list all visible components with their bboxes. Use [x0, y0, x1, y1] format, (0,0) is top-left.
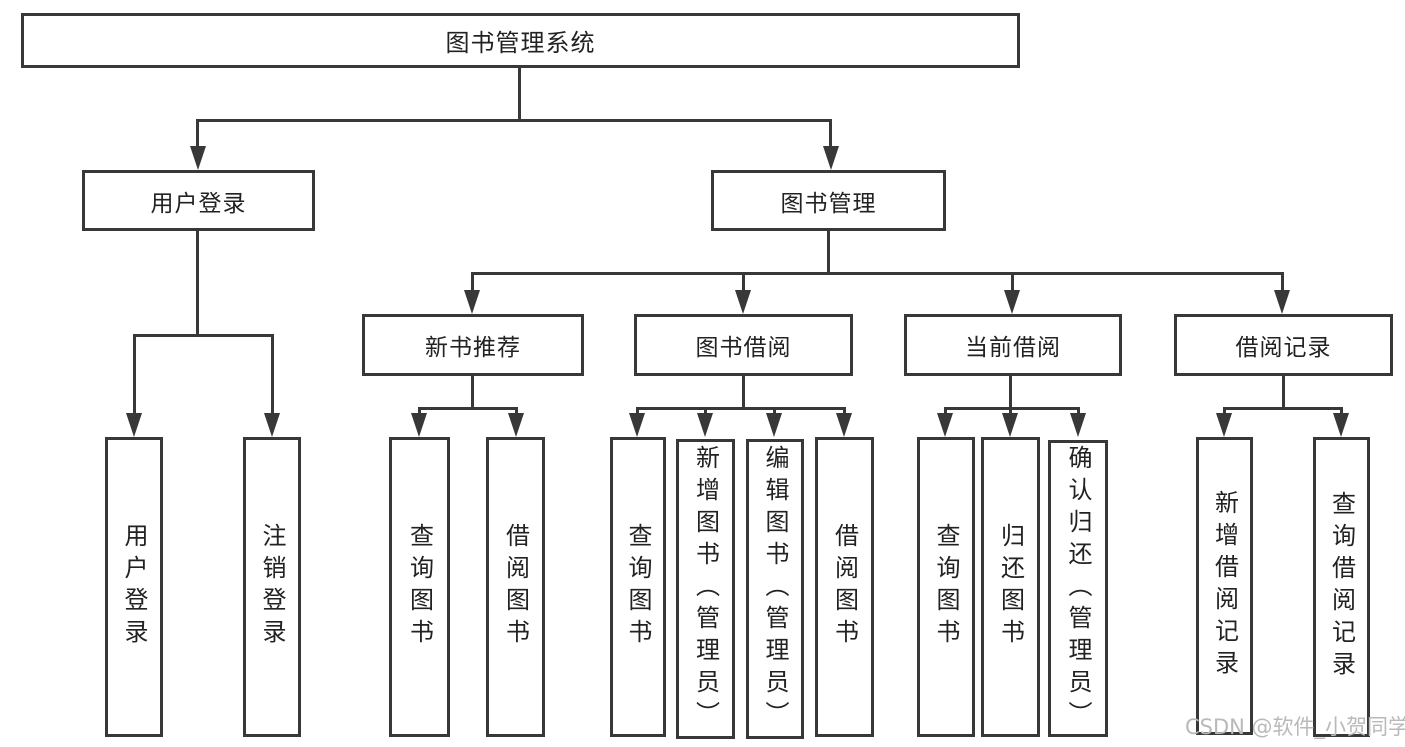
- connector-line: [1223, 407, 1226, 417]
- arrow-down-icon: [1216, 413, 1232, 437]
- connector-line: [1223, 407, 1343, 410]
- node-user-login: 用户登录: [82, 170, 315, 231]
- arrow-down-icon: [937, 413, 953, 437]
- arrow-down-icon: [264, 413, 280, 437]
- node-current-borrowing: 当前借阅: [904, 314, 1122, 376]
- connector-line: [518, 66, 521, 121]
- connector-line: [471, 376, 474, 410]
- connector-line: [133, 334, 136, 415]
- arrow-down-icon: [1274, 290, 1290, 314]
- connector-line: [271, 334, 274, 415]
- node-book-borrowing: 图书借阅: [634, 314, 853, 376]
- leaf-query-borrow-record: 查询借阅记录: [1313, 437, 1370, 737]
- connector-line: [196, 119, 832, 122]
- connector-line: [1077, 407, 1080, 417]
- leaf-query-books-borrowing: 查询图书: [610, 437, 666, 737]
- node-root: 图书管理系统: [21, 13, 1020, 68]
- leaf-add-book-admin: 新增图书（管理员）: [676, 439, 735, 739]
- arrow-down-icon: [190, 146, 206, 170]
- arrow-down-icon: [735, 290, 751, 314]
- csdn-watermark: CSDN @软件_小贺同学: [1185, 715, 1405, 739]
- connector-line: [1009, 407, 1012, 417]
- leaf-edit-book-admin: 编辑图书（管理员）: [746, 439, 804, 739]
- connector-line: [636, 407, 846, 410]
- connector-line: [1009, 376, 1012, 410]
- arrow-down-icon: [1004, 290, 1020, 314]
- arrow-down-icon: [508, 413, 524, 437]
- connector-line: [829, 119, 832, 151]
- arrow-down-icon: [464, 290, 480, 314]
- connector-line: [1011, 272, 1014, 292]
- arrow-down-icon: [697, 413, 713, 437]
- connector-line: [827, 231, 830, 275]
- node-borrowing-records: 借阅记录: [1174, 314, 1393, 376]
- connector-line: [704, 407, 707, 417]
- connector-line: [471, 272, 1284, 275]
- arrow-down-icon: [629, 413, 645, 437]
- arrow-down-icon: [1002, 413, 1018, 437]
- connector-line: [133, 334, 274, 337]
- connector-line: [196, 119, 199, 151]
- connector-line: [1282, 376, 1285, 410]
- arrow-down-icon: [1070, 413, 1086, 437]
- connector-line: [944, 407, 947, 417]
- connector-line: [944, 407, 1080, 410]
- connector-line: [1340, 407, 1343, 417]
- connector-line: [418, 407, 518, 410]
- connector-line: [515, 407, 518, 417]
- arrow-down-icon: [126, 413, 142, 437]
- leaf-add-borrow-record: 新增借阅记录: [1196, 437, 1253, 735]
- arrow-down-icon: [823, 146, 839, 170]
- leaf-borrow-books-recommend: 借阅图书: [486, 437, 545, 737]
- connector-line: [418, 407, 421, 417]
- connector-line: [742, 376, 745, 410]
- connector-line: [471, 272, 474, 292]
- connector-line: [742, 272, 745, 292]
- arrow-down-icon: [1333, 413, 1349, 437]
- leaf-borrow-books-borrowing: 借阅图书: [815, 437, 874, 737]
- leaf-confirm-return-admin: 确认归还（管理员）: [1048, 440, 1108, 737]
- connector-line: [1281, 272, 1284, 292]
- leaf-return-books: 归还图书: [981, 437, 1040, 737]
- arrow-down-icon: [411, 413, 427, 437]
- leaf-query-books-recommend: 查询图书: [389, 437, 450, 737]
- leaf-query-books-current: 查询图书: [917, 437, 975, 737]
- arrow-down-icon: [766, 413, 782, 437]
- node-book-management: 图书管理: [711, 170, 946, 231]
- connector-line: [636, 407, 639, 417]
- connector-line: [196, 231, 199, 337]
- leaf-user-login: 用户登录: [105, 437, 163, 737]
- arrow-down-icon: [836, 413, 852, 437]
- connector-line: [773, 407, 776, 417]
- leaf-logout: 注销登录: [243, 437, 301, 737]
- connector-line: [843, 407, 846, 417]
- node-new-book-recommend: 新书推荐: [362, 314, 584, 376]
